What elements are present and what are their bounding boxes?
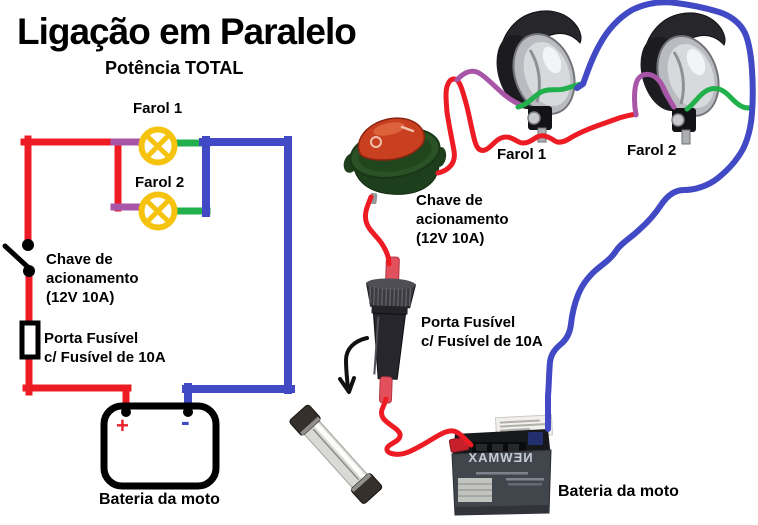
photo-fuse-label: Porta Fusível c/ Fusível de 10A — [421, 314, 543, 352]
photo-blue-wire — [545, 0, 756, 432]
schematic-switch-label-l2: acionamento — [46, 269, 139, 287]
battery-minus-terminal-label: - — [181, 406, 190, 436]
photo-fuse-label-l1: Porta Fusível — [421, 314, 516, 331]
schematic-battery-label: Bateria da moto — [99, 491, 220, 508]
photo-farol1-label: Farol 1 — [497, 146, 547, 163]
headlight-farol1-photo — [486, 9, 587, 144]
page-title: Ligação em Paralelo — [17, 11, 357, 52]
schematic-red-wire — [20, 135, 132, 408]
schematic-farol2-label: Farol 2 — [135, 174, 185, 191]
schematic-switch-label-l3: (12V 10A) — [46, 288, 115, 306]
switch-symbol — [2, 239, 35, 277]
schematic-blue-wire — [182, 136, 295, 408]
rocker-switch-photo — [343, 117, 447, 205]
lamp-symbol-farol1 — [138, 126, 178, 166]
schematic-farol1-label: Farol 1 — [133, 100, 183, 117]
photo-battery-label: Bateria da moto — [558, 483, 679, 500]
hand-drawn-arrow — [338, 336, 369, 394]
photo-switch-label: Chave de acionamento (12V 10A) — [416, 192, 509, 248]
schematic-fuse-label-l2: c/ Fusível de 10A — [44, 348, 166, 366]
photo-red-wire — [363, 76, 639, 457]
battery-symbol — [100, 402, 220, 490]
photo-switch-label-l3: (12V 10A) — [416, 229, 485, 247]
schematic-fuse-label: Porta Fusível c/ Fusível de 10A — [44, 330, 166, 368]
glass-fuse-photo — [289, 404, 383, 504]
photo-green-wire — [515, 80, 753, 112]
right-photo-circuit — [289, 0, 756, 516]
lamp-symbol-farol2 — [138, 191, 178, 231]
photo-switch-label-l1: Chave de — [416, 192, 483, 209]
schematic-fuse-label-l1: Porta Fusível — [44, 330, 139, 347]
photo-fuse-label-l2: c/ Fusível de 10A — [421, 332, 543, 350]
photo-switch-label-l2: acionamento — [416, 210, 509, 228]
schematic-switch-label-l1: Chave de — [46, 251, 113, 268]
fuse-holder-photo — [365, 256, 417, 404]
page-subtitle: Potência TOTAL — [105, 58, 244, 78]
photo-purple-wire — [454, 68, 677, 118]
fuse-symbol — [19, 320, 41, 360]
schematic-switch-label: Chave de acionamento (12V 10A) — [46, 251, 139, 307]
headlight-farol2-photo — [630, 11, 731, 146]
battery-brand-text: NEWMAX — [467, 450, 533, 465]
battery-plus-terminal-label: + — [116, 413, 129, 438]
battery-photo — [448, 414, 554, 516]
left-circuit-schematic — [2, 126, 295, 490]
photo-farol2-label: Farol 2 — [627, 142, 677, 159]
